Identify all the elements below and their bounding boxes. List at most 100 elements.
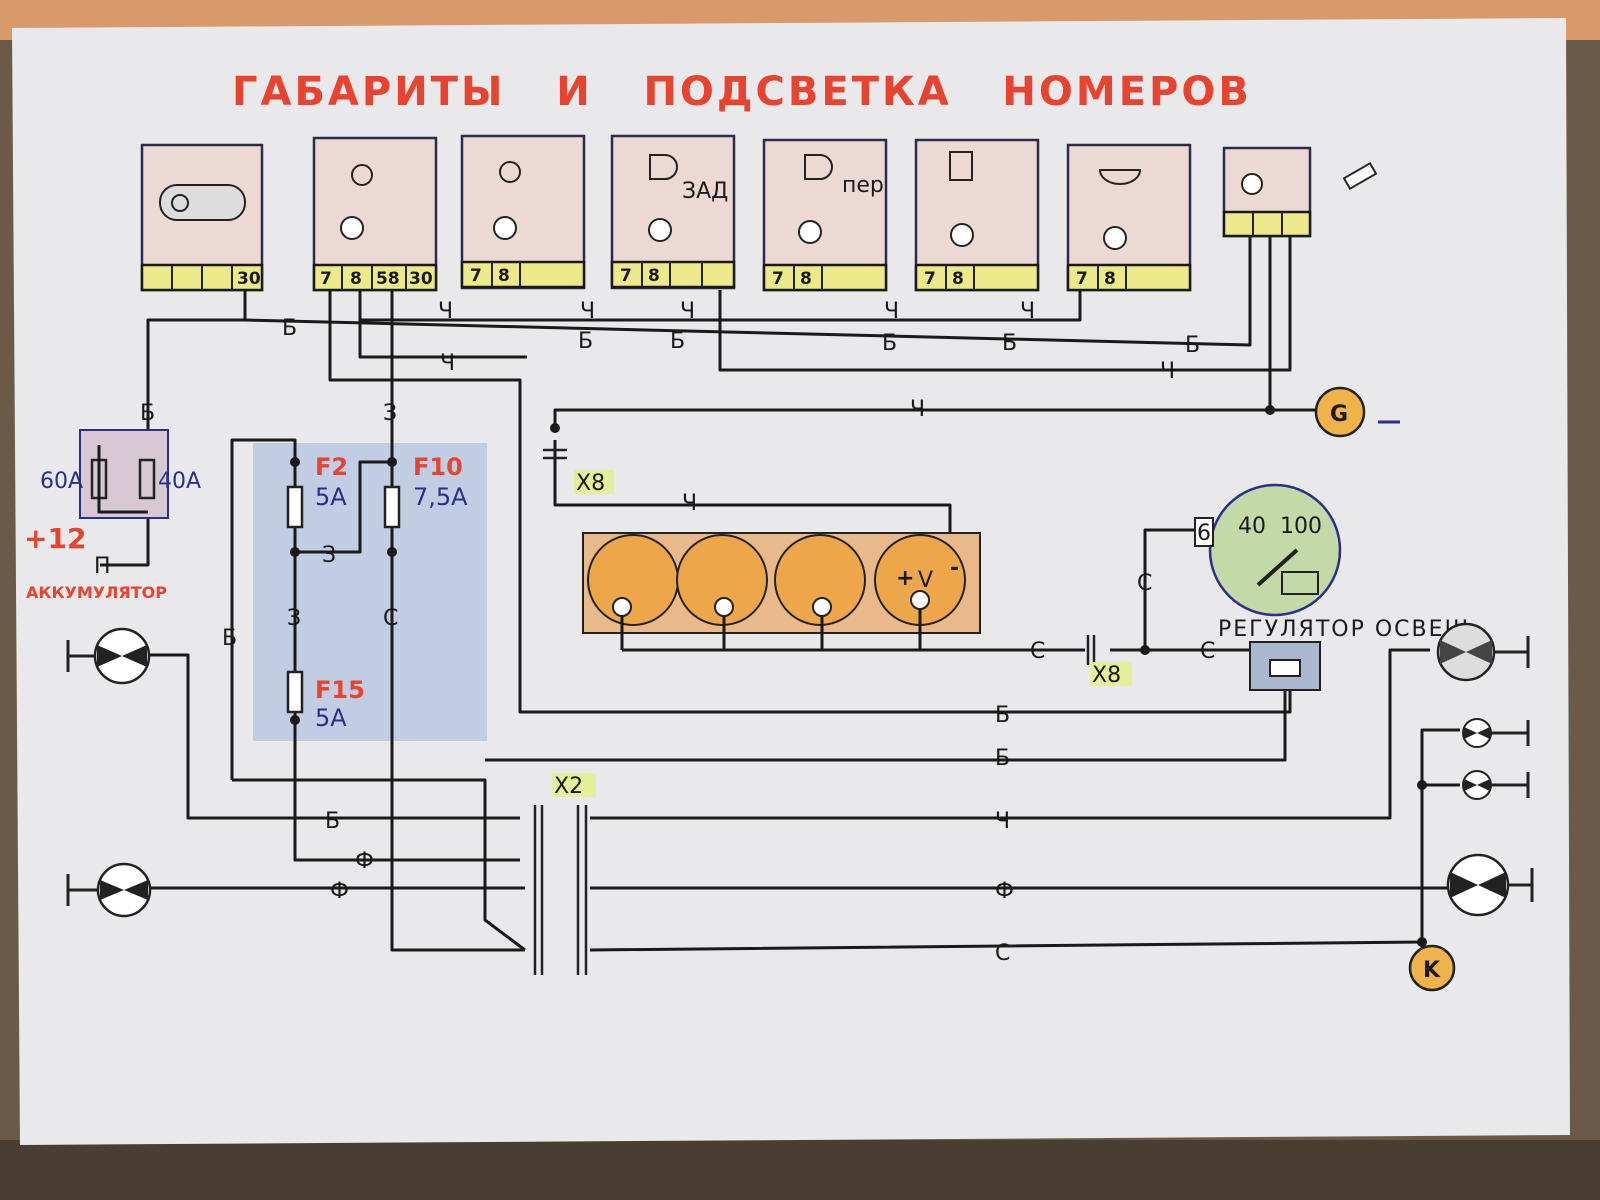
- svg-text:6: 6: [1197, 521, 1211, 546]
- svg-text:Ч: Ч: [884, 299, 899, 324]
- plate-lamp-1: [1462, 718, 1530, 748]
- lamp-icon: [493, 216, 517, 240]
- lamps: [66, 622, 1534, 918]
- svg-text:Б: Б: [140, 401, 155, 426]
- svg-text:8: 8: [350, 269, 362, 289]
- battery-voltage: +12: [24, 522, 86, 555]
- svg-text:Б: Б: [995, 703, 1010, 728]
- svg-text:П: П: [94, 554, 111, 579]
- rear-left-lamp: [66, 862, 152, 918]
- svg-text:Ч: Ч: [580, 299, 595, 324]
- svg-text:8: 8: [498, 266, 510, 286]
- svg-text:60A: 60A: [40, 469, 83, 494]
- module-rear-fog: ЗАД 7 8: [610, 134, 736, 290]
- svg-text:Б: Б: [222, 626, 237, 651]
- module-interior-light: 7 8: [1066, 143, 1192, 292]
- lamp-icon: [1241, 173, 1263, 195]
- svg-text:Б: Б: [995, 746, 1010, 771]
- svg-text:8: 8: [800, 269, 812, 289]
- wires: [100, 236, 1460, 975]
- light-icon: [351, 164, 373, 186]
- front-right-lamp: [1436, 622, 1530, 682]
- svg-text:Ф: Ф: [995, 879, 1014, 904]
- svg-text:F15: F15: [315, 676, 365, 704]
- interior-light-icon: [1098, 169, 1142, 185]
- svg-text:7: 7: [1076, 269, 1088, 289]
- lamp-icon: [1103, 226, 1127, 250]
- module-parking-lights: 7 8 58 30: [312, 136, 438, 292]
- fuel-pump-icon: [949, 151, 973, 181]
- svg-text:-: -: [950, 556, 959, 581]
- svg-text:З: З: [383, 401, 397, 426]
- connector-x8-top: X8: [576, 471, 605, 496]
- fan-icon: [499, 161, 521, 183]
- svg-text:8: 8: [1104, 269, 1116, 289]
- module-fuel-heater: 7 8: [914, 138, 1040, 292]
- connector-x8-bottom: X8: [1092, 663, 1121, 688]
- svg-text:5A: 5A: [315, 483, 347, 511]
- svg-text:K: K: [1423, 958, 1441, 983]
- svg-text:Б: Б: [670, 329, 685, 354]
- svg-text:100: 100: [1280, 514, 1322, 539]
- svg-text:7: 7: [924, 269, 936, 289]
- svg-text:5A: 5A: [315, 704, 347, 732]
- svg-text:Ч: Ч: [438, 299, 453, 324]
- lamp-icon: [648, 218, 672, 242]
- k-node: [1408, 944, 1456, 992]
- front-left-lamp: [66, 627, 151, 685]
- front-fog-icon: [804, 154, 833, 180]
- fuse-f10: [383, 485, 401, 529]
- module-headlight-switch: 30: [140, 143, 264, 292]
- svg-text:30: 30: [237, 269, 261, 289]
- svg-text:С: С: [383, 606, 398, 631]
- svg-text:+: +: [896, 566, 914, 591]
- svg-text:Б: Б: [1002, 331, 1017, 356]
- main-fuse-box: 60A 40A: [40, 429, 201, 519]
- fuse-f2: [286, 485, 304, 529]
- svg-text:Ч: Ч: [1020, 299, 1035, 324]
- svg-text:Ф: Ф: [330, 879, 349, 904]
- svg-text:Ч: Ч: [440, 351, 455, 376]
- svg-text:7: 7: [470, 266, 482, 286]
- lamp-icon: [798, 220, 822, 244]
- speedometer: 6 40 100: [1194, 483, 1342, 617]
- svg-text:8: 8: [952, 269, 964, 289]
- svg-text:С: С: [1200, 639, 1215, 664]
- rear-fog-icon: [649, 154, 678, 180]
- svg-text:7: 7: [620, 266, 632, 286]
- svg-text:7,5A: 7,5A: [413, 483, 468, 511]
- svg-text:Б: Б: [1185, 333, 1200, 358]
- svg-text:V: V: [918, 568, 933, 593]
- battery-label: АККУМУЛЯТОР: [26, 583, 167, 602]
- svg-text:Б: Б: [325, 809, 340, 834]
- connector-x2: X2: [554, 774, 583, 799]
- module-cigarette-lighter: [1222, 146, 1378, 238]
- regulator-label: РЕГУЛЯТОР ОСВЕЩ.: [1218, 617, 1480, 642]
- svg-text:7: 7: [320, 269, 332, 289]
- svg-text:С: С: [1137, 571, 1152, 596]
- svg-text:Б: Б: [282, 316, 297, 341]
- svg-text:58: 58: [376, 269, 400, 289]
- svg-text:З: З: [322, 543, 336, 568]
- svg-text:Ч: Ч: [995, 809, 1010, 834]
- svg-text:Б: Б: [578, 329, 593, 354]
- svg-text:F10: F10: [413, 453, 463, 481]
- svg-text:8: 8: [648, 266, 660, 286]
- svg-text:40A: 40A: [158, 469, 201, 494]
- svg-text:ЗАД: ЗАД: [682, 179, 728, 204]
- svg-text:З: З: [287, 606, 301, 631]
- lamp-icon: [340, 216, 364, 240]
- svg-text:Ч: Ч: [1160, 359, 1175, 384]
- svg-text:7: 7: [772, 269, 784, 289]
- lamp-icon: [950, 223, 974, 247]
- svg-text:G: G: [1330, 402, 1348, 427]
- wire-labels: Б Ч Ч Ч Ч Ч Б Б Б Б Б Ч Ч Ч Ч Б З З З С …: [94, 299, 1215, 966]
- svg-text:Ч: Ч: [910, 397, 925, 422]
- svg-text:С: С: [1030, 639, 1045, 664]
- plate-lamp-2: [1462, 770, 1530, 800]
- instrument-cluster: + V -: [582, 532, 981, 634]
- temp-gauge: [676, 534, 768, 626]
- fuse-f15: [286, 670, 304, 714]
- svg-text:пер: пер: [842, 173, 884, 198]
- svg-text:30: 30: [409, 269, 433, 289]
